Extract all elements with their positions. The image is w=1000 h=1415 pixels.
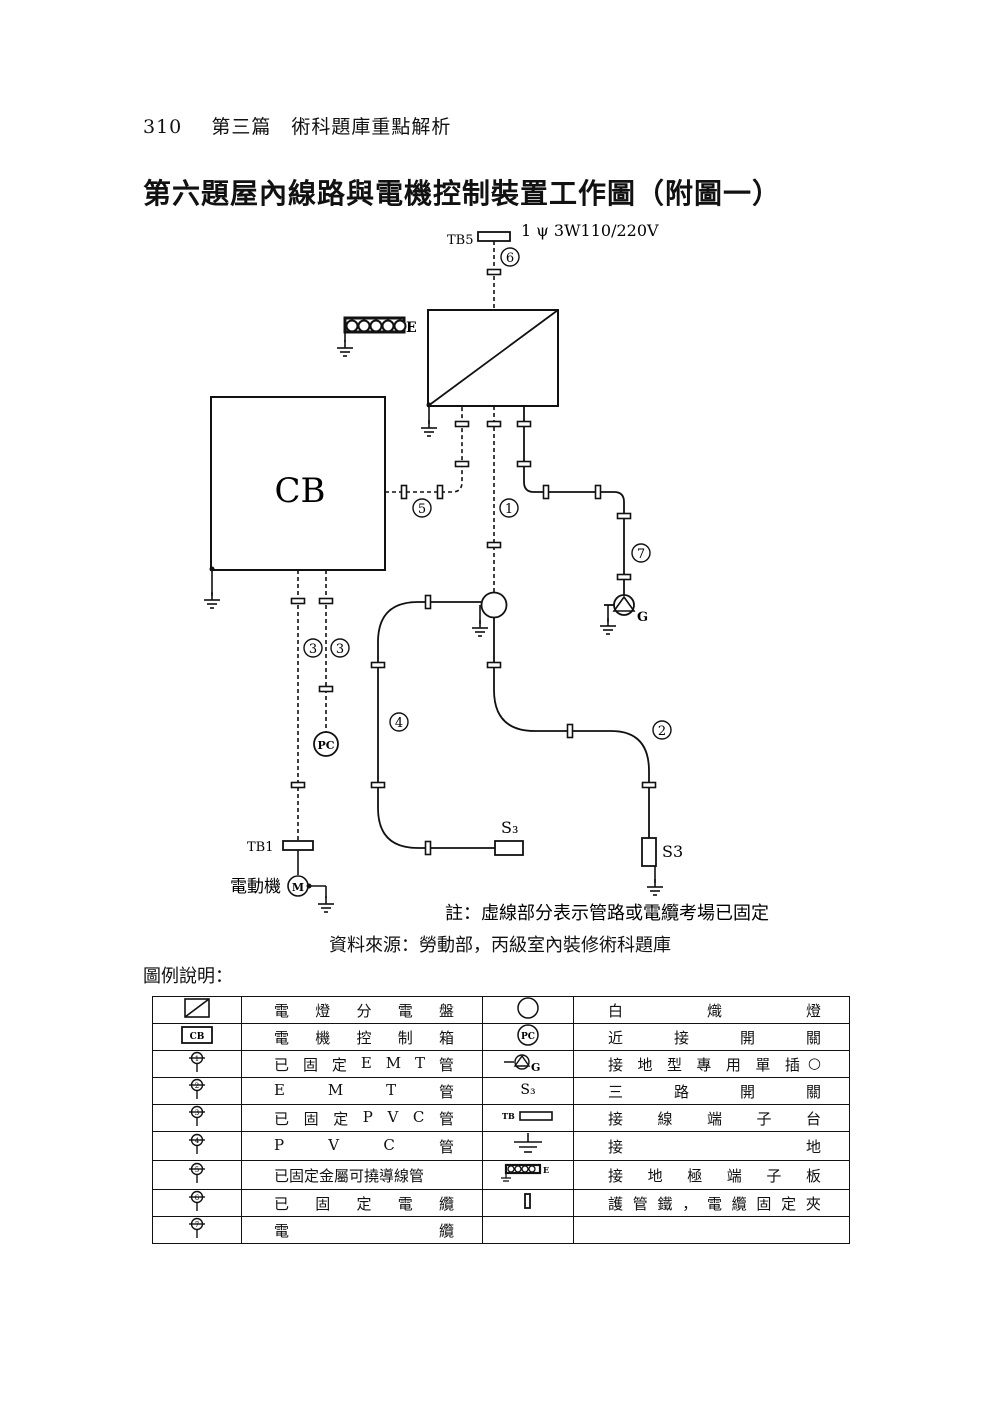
fixed-emt-icon: 1 bbox=[152, 1050, 242, 1078]
tb1-label: TB1 bbox=[247, 840, 274, 855]
pc-label: PC bbox=[317, 739, 334, 752]
diagram-note: 註：虛線部分表示管路或電纜考場已固定 bbox=[445, 903, 769, 924]
conduit-4 bbox=[377, 601, 495, 849]
s3-b-label: S3 bbox=[662, 842, 683, 861]
circle-3b bbox=[330, 638, 350, 658]
page-number: 310 bbox=[143, 116, 183, 138]
legend-row: 7 電纜 bbox=[152, 1216, 850, 1244]
legend-row: CB 電機控制箱 PC 近接開關 bbox=[152, 1023, 850, 1051]
fixed-cable-icon: 6 bbox=[152, 1189, 242, 1217]
cb-label: CB bbox=[275, 471, 326, 511]
circle-3a bbox=[303, 638, 323, 658]
section-title: 第三篇 術科題庫重點解析 bbox=[211, 116, 452, 138]
panel-ground bbox=[420, 419, 438, 437]
three-way-switch-a bbox=[494, 840, 524, 856]
svg-text:5: 5 bbox=[195, 1166, 199, 1174]
page-title: 第六題屋內線路與電機控制裝置工作圖（附圖一） bbox=[143, 177, 782, 210]
tb5-label: TB5 bbox=[447, 233, 474, 248]
clamp-icon bbox=[482, 1189, 574, 1217]
motor-label: 電動機 bbox=[230, 877, 281, 897]
grounded-outlet-icon: G bbox=[482, 1050, 574, 1078]
svg-text:3: 3 bbox=[336, 642, 344, 657]
svg-text:1: 1 bbox=[505, 502, 513, 517]
panel-board-icon bbox=[152, 996, 242, 1024]
fixed-pvc-icon: 3 bbox=[152, 1104, 242, 1132]
svg-text:3: 3 bbox=[195, 1109, 199, 1117]
circle-2 bbox=[652, 720, 672, 740]
svg-text:E: E bbox=[543, 1165, 549, 1175]
circle-7 bbox=[631, 543, 651, 563]
svg-text:TB: TB bbox=[502, 1111, 515, 1121]
svg-text:CB: CB bbox=[190, 1032, 205, 1042]
ground-icon bbox=[482, 1131, 574, 1161]
legend-row: 6 已固定電纜 護管鐵，電纜固定夾 bbox=[152, 1189, 850, 1217]
outlet-label: G bbox=[637, 610, 648, 625]
svg-text:4: 4 bbox=[395, 716, 403, 731]
source-note: 資料來源：勞動部，丙級室內裝修術科題庫 bbox=[329, 935, 671, 956]
three-way-switch-icon: S₃ bbox=[482, 1077, 574, 1105]
circle-6-number: 6 bbox=[506, 251, 514, 266]
svg-text:7: 7 bbox=[195, 1221, 199, 1229]
cable-icon: 7 bbox=[152, 1216, 242, 1244]
svg-text:PC: PC bbox=[521, 1032, 535, 1042]
three-way-switch-b bbox=[641, 837, 657, 867]
legend-desc-right-1: 白熾燈 bbox=[608, 1001, 821, 1020]
s3-a-label: S₃ bbox=[501, 818, 518, 837]
svg-text:6: 6 bbox=[195, 1194, 200, 1202]
svg-text:5: 5 bbox=[418, 502, 426, 517]
circle-5 bbox=[412, 498, 432, 518]
ground-bar-icon: E bbox=[482, 1160, 574, 1190]
panel-diagonal bbox=[427, 309, 559, 407]
legend-row: 電燈分電盤 白熾燈 bbox=[152, 996, 850, 1024]
svg-text:2: 2 bbox=[658, 724, 666, 739]
circle-4 bbox=[389, 712, 409, 732]
flexible-conduit-icon: 5 bbox=[152, 1160, 242, 1190]
incandescent-lamp bbox=[480, 591, 508, 619]
legend-heading: 圖例說明： bbox=[143, 966, 233, 987]
lamp-icon bbox=[482, 996, 574, 1024]
legend-row: 5 已固定金屬可撓導線管 E 接地極端子板 bbox=[152, 1160, 850, 1190]
svg-text:S₃: S₃ bbox=[520, 1082, 535, 1098]
running-head: 310 第三篇 術科題庫重點解析 bbox=[143, 112, 451, 139]
emt-icon: 2 bbox=[152, 1077, 242, 1105]
svg-text:3: 3 bbox=[309, 642, 317, 657]
cable-7 bbox=[523, 406, 625, 596]
grounded-outlet-symbol bbox=[599, 594, 636, 635]
svg-text:2: 2 bbox=[195, 1082, 199, 1090]
circle-6 bbox=[500, 247, 520, 267]
pvc-icon: 4 bbox=[152, 1131, 242, 1161]
legend-desc-1: 電燈分電盤 bbox=[274, 1001, 454, 1020]
svg-text:7: 7 bbox=[637, 547, 645, 562]
tb1-terminal bbox=[282, 840, 314, 851]
svg-text:G: G bbox=[531, 1061, 540, 1073]
terminal-block-icon: TB bbox=[482, 1104, 574, 1132]
svg-text:1: 1 bbox=[195, 1055, 199, 1063]
svg-text:M: M bbox=[292, 881, 304, 894]
proximity-switch-icon: PC bbox=[482, 1023, 574, 1051]
supply-label: 1 ψ 3W110/220V bbox=[521, 221, 659, 240]
conduit-5 bbox=[385, 406, 463, 493]
tb5-terminal bbox=[477, 231, 511, 242]
ground-bar-label: E bbox=[406, 320, 417, 336]
wiring-diagram: TB5 1 ψ 3W110/220V 6 E CB 5 1 7 bbox=[203, 221, 769, 924]
proximity-switch bbox=[313, 731, 339, 757]
circle-1 bbox=[499, 498, 519, 518]
svg-text:4: 4 bbox=[195, 1137, 200, 1145]
motor-control-box bbox=[210, 396, 386, 571]
cb-icon: CB bbox=[152, 1023, 242, 1051]
